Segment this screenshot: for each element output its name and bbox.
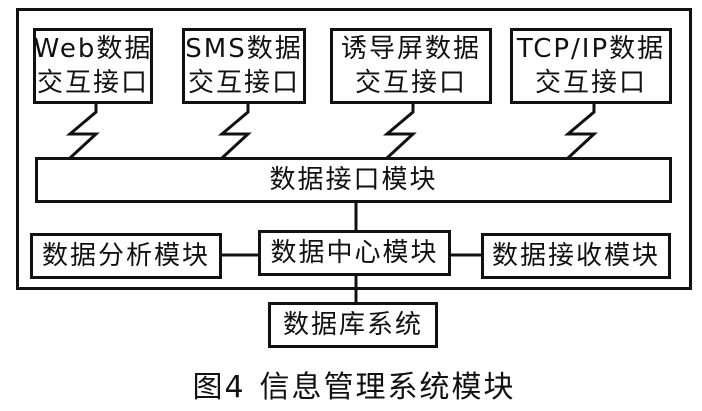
data-center-module: 数据中心模块 [258, 230, 451, 276]
data-analysis-module: 数据分析模块 [30, 233, 222, 279]
figure-caption: 图4 信息管理系统模块 [0, 362, 702, 406]
sms-interface-line1: SMS数据 [185, 34, 303, 64]
tcpip-interface-line2: 交互接口 [534, 68, 647, 98]
tcpip-interface-box: TCP/IP数据 交互接口 [510, 28, 672, 104]
figure-number: 图4 [192, 370, 246, 405]
web-interface-line1: Web数据 [33, 34, 153, 64]
guidance-screen-interface-line2: 交互接口 [354, 68, 467, 98]
sms-link [217, 104, 252, 160]
web-interface-box: Web数据 交互接口 [33, 28, 153, 104]
sms-interface-box: SMS数据 交互接口 [182, 28, 306, 104]
guidance-screen-interface-box: 诱导屏数据 交互接口 [330, 28, 492, 104]
database-system: 数据库系统 [268, 302, 438, 348]
tcpip-interface-line1: TCP/IP数据 [516, 34, 666, 64]
guidance-screen-interface-line1: 诱导屏数据 [340, 34, 481, 64]
system-boundary [16, 8, 692, 290]
sms-interface-line2: 交互接口 [187, 68, 300, 98]
data-interface-module: 数据接口模块 [35, 157, 672, 203]
tcpip-link [563, 104, 598, 160]
data-receive-module: 数据接收模块 [481, 233, 671, 279]
web-link [65, 104, 100, 160]
guidance-link [382, 104, 417, 160]
figure-title: 信息管理系统模块 [259, 370, 516, 405]
web-interface-line2: 交互接口 [36, 68, 149, 98]
